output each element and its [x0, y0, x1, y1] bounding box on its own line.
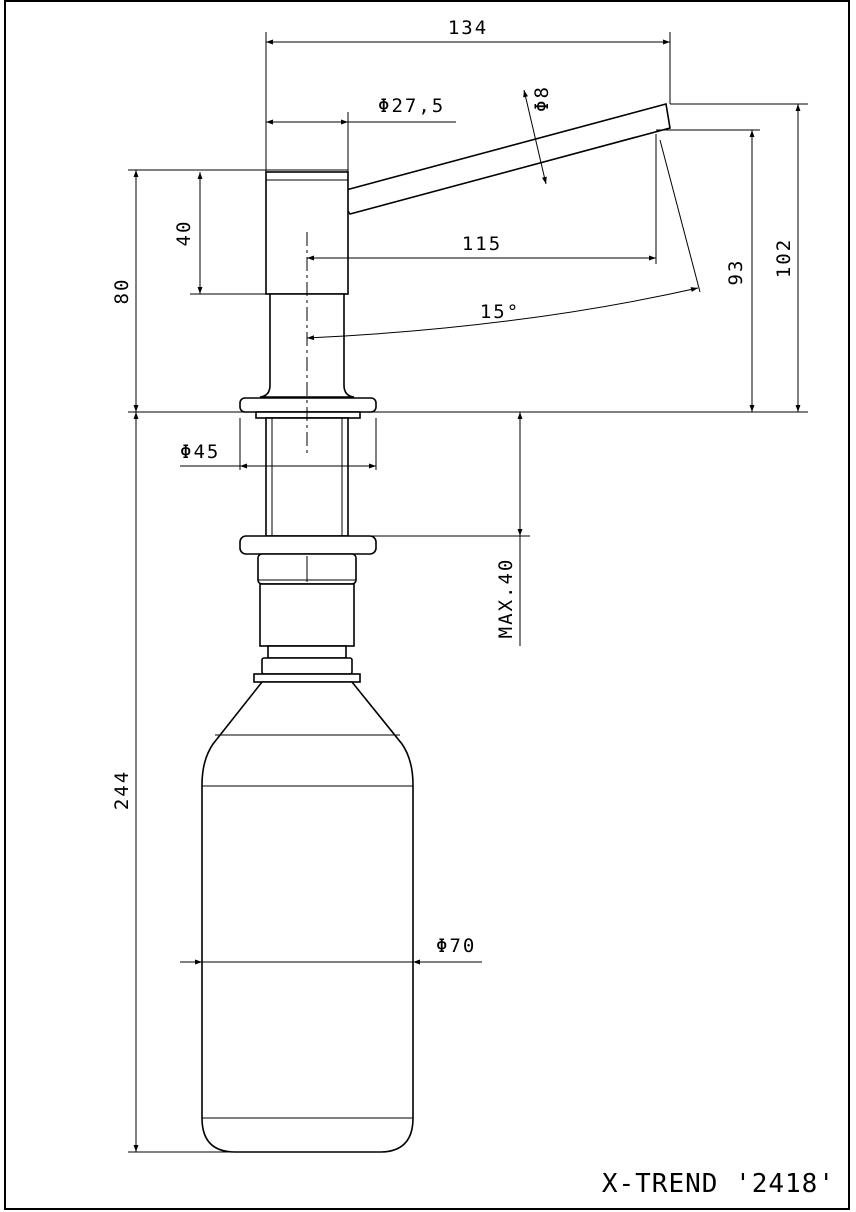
- dim-height-above-deck: 80: [111, 278, 133, 305]
- tube-coupling: [259, 583, 355, 647]
- dim-total-width: 134: [448, 17, 488, 39]
- dim-max-deck-thickness: MAX.40: [495, 558, 517, 639]
- drawing-frame: [4, 0, 850, 1210]
- dim-overall-height: 102: [773, 238, 795, 278]
- dimension-labels: 134 Φ27,5 Φ8 115 15° 40 80 93 102 Φ45 MA…: [111, 17, 795, 957]
- extension-lines: [128, 32, 808, 1153]
- dim-spout-tip-height: 93: [725, 259, 747, 286]
- soap-bottle: [201, 681, 414, 1153]
- dim-spout-diameter: Φ8: [531, 85, 553, 112]
- dim-body-height: 40: [173, 220, 195, 247]
- spout: [343, 102, 671, 215]
- dispenser-outline: [201, 102, 671, 1153]
- dim-bottle-diameter: Φ70: [436, 935, 476, 957]
- dimension-lines: [133, 39, 801, 1152]
- dim-flange-diameter: Φ45: [180, 441, 220, 463]
- dim-spout-reach: 115: [462, 233, 502, 255]
- dim-body-diameter: Φ27,5: [378, 95, 445, 117]
- model-title: X-TREND '2418': [602, 1169, 835, 1199]
- deck-flange: [239, 397, 377, 413]
- dim-spout-angle: 15°: [480, 301, 520, 323]
- dim-below-deck-length: 244: [111, 770, 133, 810]
- lock-washer: [239, 535, 377, 555]
